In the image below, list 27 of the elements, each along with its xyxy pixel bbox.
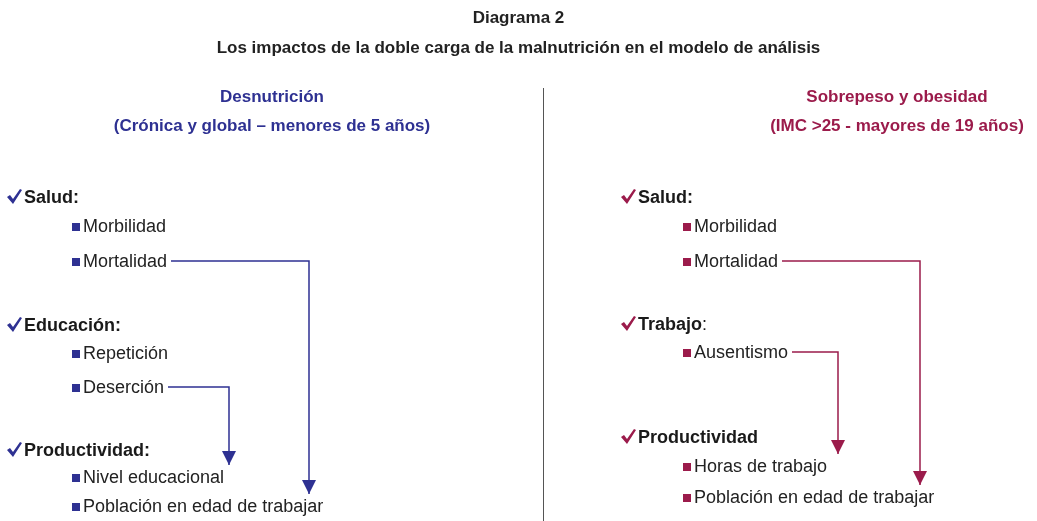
list-item: Horas de trabajo	[694, 454, 850, 478]
column-heading: (Crónica y global – menores de 5 años)	[112, 115, 432, 137]
category-heading: Productividad	[638, 426, 758, 449]
list-item: Nivel educacional	[83, 465, 240, 489]
arrow	[170, 260, 316, 495]
list-item: Ausentismo	[694, 340, 793, 364]
category-heading: Trabajo:	[638, 313, 708, 336]
list-item: Repetición	[83, 342, 170, 365]
list-item: Población en edad de trabajar	[83, 494, 328, 518]
list-item: Morbilidad	[694, 215, 779, 238]
arrow	[781, 260, 927, 486]
list-item: Mortalidad	[83, 249, 172, 273]
column-heading: Desnutrición	[219, 86, 325, 108]
list-item: Deserción	[83, 375, 169, 399]
category-heading: Educación:	[24, 314, 121, 337]
diagram-title: Los impactos de la doble carga de la malnutrición en el modelo de análisis	[215, 37, 822, 59]
diagram-number: Diagrama 2	[471, 7, 566, 29]
arrow	[167, 386, 236, 466]
column-heading: Sobrepeso y obesidad	[805, 86, 989, 108]
category-heading: Productividad:	[24, 439, 150, 462]
arrow	[791, 351, 845, 455]
list-item: Mortalidad	[694, 249, 783, 273]
category-heading: Salud:	[24, 186, 79, 209]
list-item: Morbilidad	[83, 215, 168, 238]
category-heading: Salud:	[638, 186, 693, 209]
list-item: Población en edad de trabajar	[694, 485, 939, 509]
column-heading: (IMC >25 - mayores de 19 años)	[769, 115, 1025, 137]
